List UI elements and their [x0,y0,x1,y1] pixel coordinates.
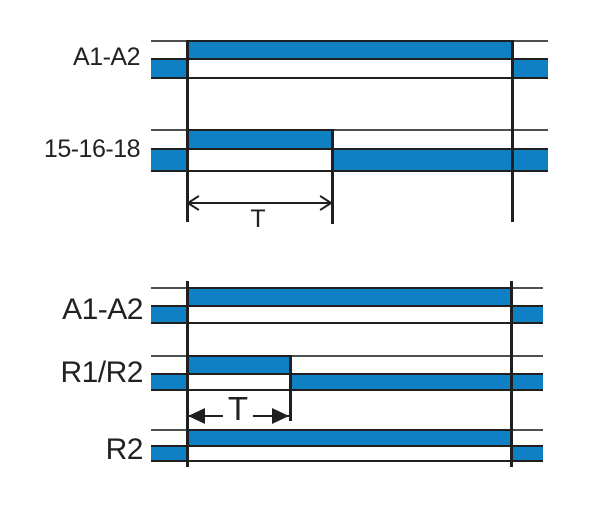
on-band-top-edge [188,287,511,289]
signal-off-band [291,375,543,389]
row-top-line [151,355,543,357]
event-vline [510,40,514,222]
on-band-top-edge [188,355,290,357]
t-arrow-head-left [188,408,205,424]
row-mid-line [151,58,548,60]
row-mid-line [151,148,548,150]
signal-off-band [512,307,543,322]
row-bottom-line [151,460,543,462]
signal-off-band [151,447,188,460]
signal-on-band [188,289,511,305]
t-arrow-head-right [272,408,289,424]
row-mid-line [151,305,543,307]
t-arrow-line [188,202,331,204]
event-vline [288,355,292,421]
signal-label-a1-a2-top: A1-A2 [73,43,140,71]
signal-off-band [151,60,188,77]
on-band-top-edge [188,129,331,131]
signal-label-r2: R2 [105,433,144,466]
event-vline [509,281,513,467]
signal-on-band [188,357,290,373]
signal-label-r1-r2: R1/R2 [60,356,143,389]
t-duration-label-top: T [250,205,266,233]
event-vline [330,129,334,224]
signal-off-band [151,375,188,389]
signal-off-band [151,307,188,322]
signal-label-15-16-18: 15-16-18 [43,135,141,163]
event-vline [185,40,189,222]
event-vline [185,281,189,467]
signal-on-band [188,431,511,445]
row-top-line [151,129,548,131]
signal-off-band [151,150,188,170]
on-band-top-edge [188,40,512,42]
signal-on-band [188,131,331,148]
signal-off-band [333,150,548,170]
t-duration-label-bottom: T [222,392,254,426]
row-bottom-line [151,170,548,172]
row-mid-line [151,373,543,375]
signal-off-band [513,60,548,77]
signal-label-a1-a2-bottom: A1-A2 [62,293,143,326]
row-mid-line [151,445,543,447]
row-bottom-line [151,389,543,391]
on-band-top-edge [188,429,511,431]
row-bottom-line [151,77,548,79]
signal-off-band [512,447,543,460]
signal-on-band [188,42,512,58]
row-bottom-line [151,322,543,324]
